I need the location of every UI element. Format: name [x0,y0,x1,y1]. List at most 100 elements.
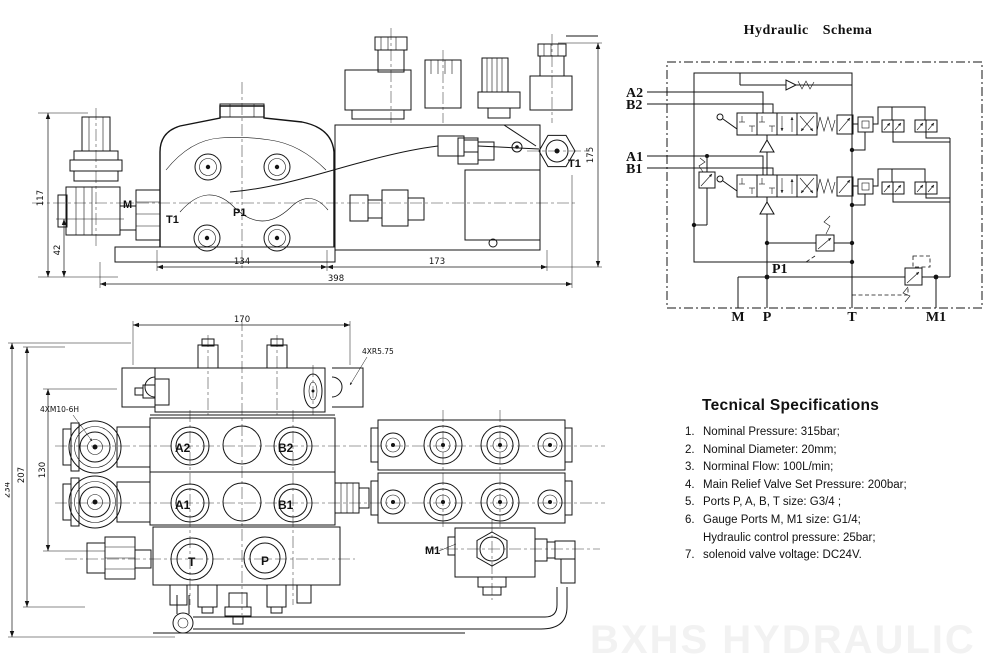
m1-gauge-block: M1 [425,527,576,596]
port-label-t1-right: T1 [568,158,581,170]
bolt-hole-text: 4XM10-6H [40,405,79,414]
spec-num: 7. [685,549,695,562]
drain-pipes [153,587,568,634]
port-label-p: P [261,554,269,568]
dimension-42: 42 [53,218,124,277]
top-cover-assembly [121,338,364,413]
side-view-drawing: M T1 P1 [32,28,602,288]
spec-text: Gauge Ports M, M1 size: G1/4; [703,513,861,526]
dimension-170: 170 [132,315,351,365]
schema-label-p1: P1 [772,262,788,277]
valve-section-1: A2 B2 [149,414,336,473]
hydraulic-schema: Hydraulic Schema A2 B2 A1 B1 [626,23,983,325]
manifold-upper [370,419,573,471]
spec-num: 5. [685,496,695,509]
spec-item: 2. Nominal Diameter: 20mm; [660,442,1000,460]
radius-text: 4XR5.75 [362,347,394,356]
port-label-m: M [123,199,132,211]
bottom-fittings [169,584,312,625]
port-label-b1: B1 [278,498,294,512]
technical-specifications: Tecnical Specifications 1. Nominal Press… [660,397,1000,565]
spec-text: Nominal Pressure: 315bar; [703,426,840,438]
solenoid-icon [836,114,854,135]
check-valve-icon [759,201,775,215]
dim-text-175: 175 [586,147,596,163]
mounting-boss-upper [62,420,151,474]
dimension-234: 234 [5,342,175,638]
schema-label-t: T [847,310,857,325]
manifold-lower [370,472,573,524]
spec-list: 1. Nominal Pressure: 315bar; 2. Nominal … [660,424,1000,565]
dimension-130: 130 [38,388,117,552]
hex-plug [476,531,508,567]
spec-num [685,530,698,548]
t1-hex-fitting: T1 [538,134,581,170]
watermark: BXHS HYDRAULIC [590,618,976,662]
spec-num: 2. [685,443,695,456]
spec-item: 6. Gauge Ports M, M1 size: G1/4; [660,512,1000,530]
valve-section-2: A1 B1 [149,471,370,526]
dim-text-398: 398 [328,274,344,284]
dimension-398: 398 [99,175,573,288]
bolt [194,153,222,181]
dim-text-42: 42 [53,245,63,256]
spec-item: 1. Nominal Pressure: 315bar; [660,424,1000,442]
dimension-175: 175 [542,42,602,268]
mount-bracket-left [121,367,155,408]
spec-text: Nominal Diameter: 20mm; [703,443,837,456]
elbow-fitting [554,540,576,560]
mounting-boss-lower [62,475,151,529]
valve-section-3: T P [86,526,341,586]
spec-num: 3. [685,461,695,474]
dimension-117: 117 [36,112,118,278]
schema-label-b2: B2 [626,98,642,113]
port-label-b2: B2 [278,441,294,455]
bolt [263,153,291,181]
spec-text: Hydraulic control pressure: 25bar; [703,531,876,544]
pilot-relief-valve [691,154,716,228]
spring-icon [816,177,836,195]
dim-text-134: 134 [234,257,250,267]
spec-item: 5. Ports P, A, B, T size: G3/4 ; [660,494,1000,512]
front-view-drawing: 4XR5.75 4XM10-6H A2 B2 [5,315,605,638]
spec-item: 4. Main Relief Valve Set Pressure: 200ba… [660,477,1000,495]
specs-title: Tecnical Specifications [702,397,880,414]
bolt [263,224,291,252]
spec-text: Ports P, A, B, T size: G3/4 ; [703,496,842,509]
pilot-valve-cluster-1 [857,106,950,143]
dimension-207: 207 [17,346,85,608]
spec-num: 1. [685,426,695,438]
port-label-a1: A1 [175,498,191,512]
dimension-173: 173 [327,250,548,271]
dim-text-117: 117 [36,190,46,206]
spec-text: solenoid valve voltage: DC24V. [703,549,862,562]
schema-label-p: P [763,310,772,325]
pilot-valve-cluster-2 [857,168,950,203]
pressure-line: P1 [737,220,936,308]
bolt [193,224,221,252]
dim-text-173: 173 [429,257,445,267]
schema-label-m1: M1 [926,310,946,325]
schema-envelope [666,61,983,309]
work-port-lines [647,91,774,175]
spec-item: Hydraulic control pressure: 25bar; [660,530,1000,548]
radius-annotation: 4XR5.75 [349,347,394,386]
bolt-hole-annotation: 4XM10-6H [40,405,93,442]
check-valve-icon [759,139,775,153]
dim-text-170: 170 [234,315,250,325]
spec-num: 6. [685,513,695,526]
schema-label-a2: A2 [626,86,643,101]
spec-text: Norminal Flow: 100L/min; [703,461,834,474]
dim-text-130: 130 [38,462,48,478]
schema-label-a1: A1 [626,150,643,165]
dim-text-234: 234 [5,482,13,498]
lever-icon [716,113,724,121]
spec-text: Main Relief Valve Set Pressure: 200bar; [703,478,907,491]
valve-body-side: M T1 P1 [114,103,336,263]
schema-label-m: M [731,310,744,325]
port-label-t: T [188,555,196,569]
solenoid-icon [836,176,854,197]
directional-valve-2 [716,174,858,243]
solenoid-assembly [344,35,598,120]
